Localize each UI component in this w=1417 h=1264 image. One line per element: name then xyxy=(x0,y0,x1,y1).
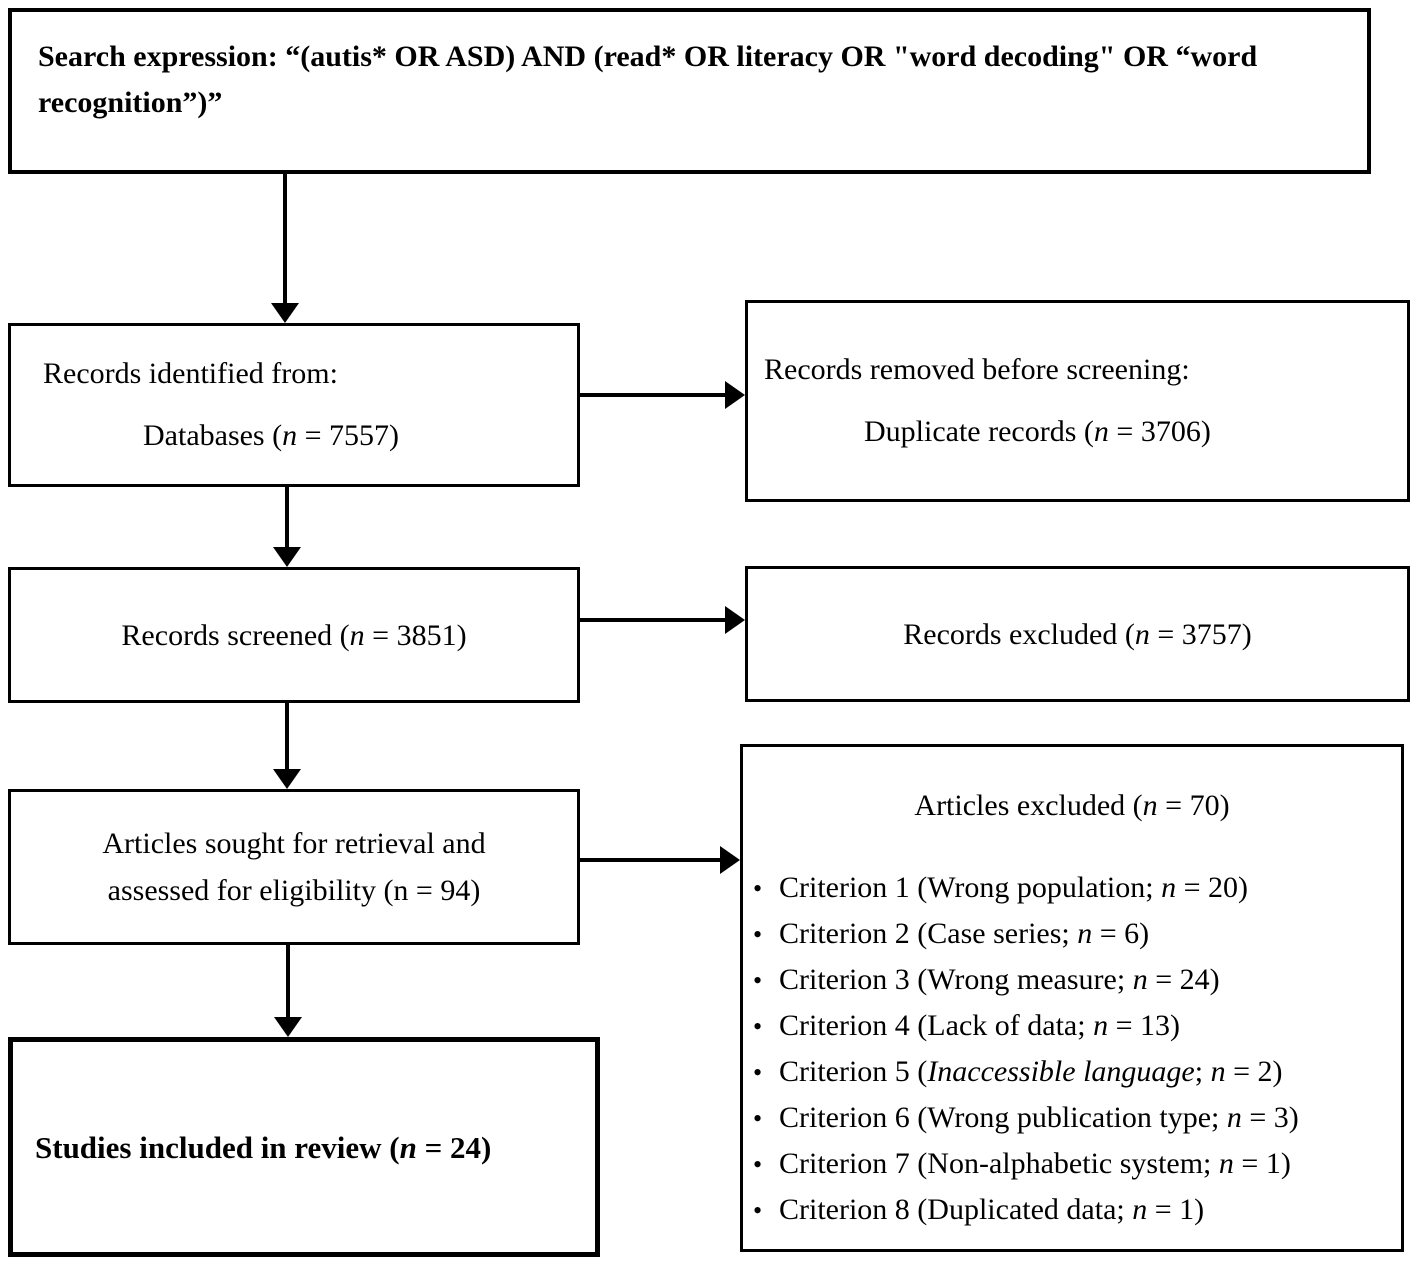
articles-excluded-title: Articles excluded (n = 70) xyxy=(914,789,1230,822)
exclusion-criterion-item: • Criterion 8 (Duplicated data; n = 1) xyxy=(743,1187,1401,1233)
bullet-icon: • xyxy=(753,1196,763,1225)
search-expression-query: “(autis* OR ASD) AND (read* OR literacy … xyxy=(38,40,1258,119)
criterion-text: Criterion 5 (Inaccessible language; n = … xyxy=(779,1055,1283,1088)
criterion-text: Criterion 2 (Case series; n = 6) xyxy=(779,917,1150,950)
bullet-icon: • xyxy=(753,1012,763,1041)
exclusion-criterion-item: • Criterion 5 (Inaccessible language; n =… xyxy=(743,1049,1401,1095)
bullet-icon: • xyxy=(753,874,763,903)
records-identified-line1: Records identified from: xyxy=(43,357,338,390)
exclusion-criterion-item: • Criterion 4 (Lack of data; n = 13) xyxy=(743,1003,1401,1049)
articles-excluded-box: Articles excluded (n = 70) • Criterion 1 … xyxy=(740,744,1404,1252)
records-identified-line2: Databases (n = 7557) xyxy=(143,419,400,452)
down-arrow-icon-3 xyxy=(273,703,301,789)
criterion-text: Criterion 7 (Non-alphabetic system; n = … xyxy=(779,1147,1291,1180)
bullet-icon: • xyxy=(753,1104,763,1133)
exclusion-criterion-item: • Criterion 7 (Non-alphabetic system; n =… xyxy=(743,1141,1401,1187)
articles-sought-box: Articles sought for retrieval and assess… xyxy=(8,789,580,945)
studies-included-box: Studies included in review (n = 24) xyxy=(8,1037,600,1257)
criterion-text: Criterion 4 (Lack of data; n = 13) xyxy=(779,1009,1180,1042)
bullet-icon: • xyxy=(753,920,763,949)
exclusion-criterion-item: • Criterion 6 (Wrong publication type; n … xyxy=(743,1095,1401,1141)
search-expression-label: Search expression: xyxy=(38,40,286,73)
down-arrow-icon-1 xyxy=(271,172,299,323)
criterion-text: Criterion 3 (Wrong measure; n = 24) xyxy=(779,963,1220,996)
records-excluded-text: Records excluded (n = 3757) xyxy=(903,617,1252,651)
studies-included-text: Studies included in review (n = 24) xyxy=(35,1129,492,1165)
right-arrow-icon-1 xyxy=(580,381,745,409)
search-expression-box: Search expression: “(autis* OR ASD) AND … xyxy=(8,8,1371,174)
records-removed-line2: Duplicate records (n = 3706) xyxy=(864,415,1211,448)
exclusion-criterion-item: • Criterion 3 (Wrong measure; n = 24) xyxy=(743,957,1401,1003)
records-removed-box: Records removed before screening: Duplic… xyxy=(745,300,1410,502)
articles-sought-line2: assessed for eligibility (n = 94) xyxy=(107,874,481,907)
criterion-text: Criterion 1 (Wrong population; n = 20) xyxy=(779,871,1248,904)
records-screened-text: Records screened (n = 3851) xyxy=(121,618,467,652)
bullet-icon: • xyxy=(753,1150,763,1179)
criterion-text: Criterion 8 (Duplicated data; n = 1) xyxy=(779,1193,1205,1226)
down-arrow-icon-4 xyxy=(274,945,302,1037)
records-removed-line1: Records removed before screening: xyxy=(764,353,1190,386)
records-identified-box: Records identified from: Databases (n = … xyxy=(8,323,580,487)
exclusion-criteria-list: •Criterion 1 (Wrong population; n = 20)•… xyxy=(743,865,1401,1233)
right-arrow-icon-2 xyxy=(580,606,745,634)
down-arrow-icon-2 xyxy=(273,487,301,567)
bullet-icon: • xyxy=(753,966,763,995)
criterion-text: Criterion 6 (Wrong publication type; n =… xyxy=(779,1101,1299,1134)
records-screened-box: Records screened (n = 3851) xyxy=(8,567,580,703)
articles-sought-line1: Articles sought for retrieval and xyxy=(102,827,486,860)
bullet-icon: • xyxy=(753,1058,763,1087)
records-excluded-box: Records excluded (n = 3757) xyxy=(745,566,1410,702)
exclusion-criterion-item: • Criterion 2 (Case series; n = 6) xyxy=(743,911,1401,957)
right-arrow-icon-3 xyxy=(580,846,740,874)
exclusion-criterion-item: • Criterion 1 (Wrong population; n = 20) xyxy=(743,865,1401,911)
